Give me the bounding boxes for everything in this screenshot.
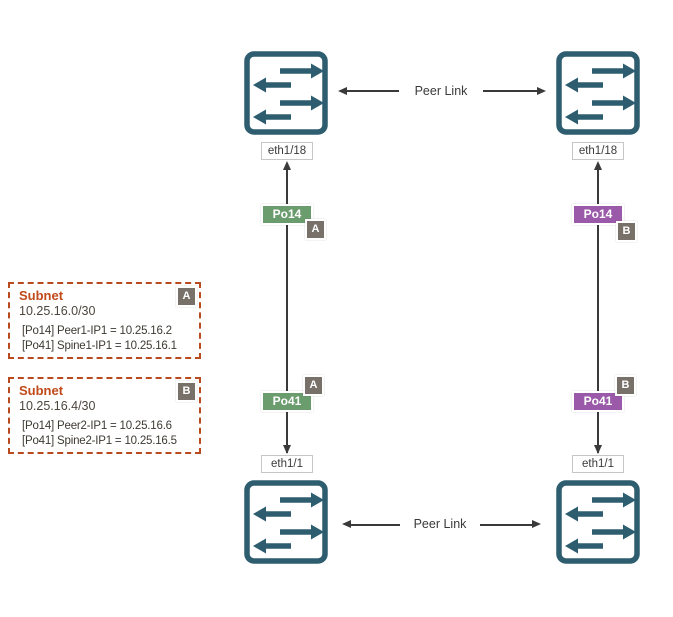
peer-link-label-top: Peer Link [399,83,483,100]
subnet-title: Subnet [19,383,64,398]
subnet-entry: [Po41] Spine2-IP1 = 10.25.16.5 [22,434,177,447]
subnet-tag-badge: B [176,381,197,402]
l3-switch-icon [243,50,329,136]
interface-label-top-right: eth1/18 [572,142,624,160]
subnet-entry: [Po14] Peer1-IP1 = 10.25.16.2 [22,325,172,337]
subnet-entries: [Po14] Peer2-IP1 = 10.25.16.6 [Po41] Spi… [19,419,190,448]
arrowhead-down-icon [282,445,291,454]
subnet-tag-a-po41: A [303,375,324,396]
subnet-entry: [Po41] Spine1-IP1 = 10.25.16.1 [22,339,177,352]
subnet-entry: [Po14] Peer2-IP1 = 10.25.16.6 [22,420,172,432]
l3-switch-icon [555,50,641,136]
peer-link-label-bottom: Peer Link [400,516,480,533]
l3-switch-icon [243,479,329,565]
port-channel-po41-left: Po41 [261,391,313,412]
port-channel-po14-right: Po14 [572,204,624,225]
l3-switch-icon [555,479,641,565]
port-channel-po14-left: Po14 [261,204,313,225]
interface-label-top-left: eth1/18 [261,142,313,160]
subnet-tag-badge: A [176,286,197,307]
subnet-title: Subnet [19,288,64,303]
switch-top-right [555,50,641,136]
arrowhead-up-icon [282,161,291,170]
uplink-line-right [597,169,599,453]
arrowhead-right-icon [537,86,546,95]
subnet-entries: [Po14] Peer1-IP1 = 10.25.16.2 [Po41] Spi… [19,324,190,353]
port-channel-po41-right: Po41 [572,391,624,412]
arrowhead-right-icon [532,520,541,528]
arrowhead-left-icon [338,86,347,95]
subnet-callout-b: Subnet 10.25.16.4/30 [Po14] Peer2-IP1 = … [8,377,201,454]
switch-bottom-right [555,479,641,565]
uplink-line-left [286,169,288,453]
arrowhead-left-icon [342,520,351,528]
arrowhead-up-icon [593,161,602,170]
interface-label-bottom-left: eth1/1 [261,455,313,473]
switch-top-left [243,50,329,136]
subnet-tag-b-po41: B [615,375,636,396]
subnet-cidr: 10.25.16.4/30 [19,399,96,413]
subnet-cidr: 10.25.16.0/30 [19,304,96,318]
subnet-tag-b-po14: B [616,221,637,242]
subnet-callout-a: Subnet 10.25.16.0/30 [Po14] Peer1-IP1 = … [8,282,201,359]
arrowhead-down-icon [593,445,602,454]
interface-label-bottom-right: eth1/1 [572,455,624,473]
subnet-tag-a-po14: A [305,219,326,240]
switch-bottom-left [243,479,329,565]
